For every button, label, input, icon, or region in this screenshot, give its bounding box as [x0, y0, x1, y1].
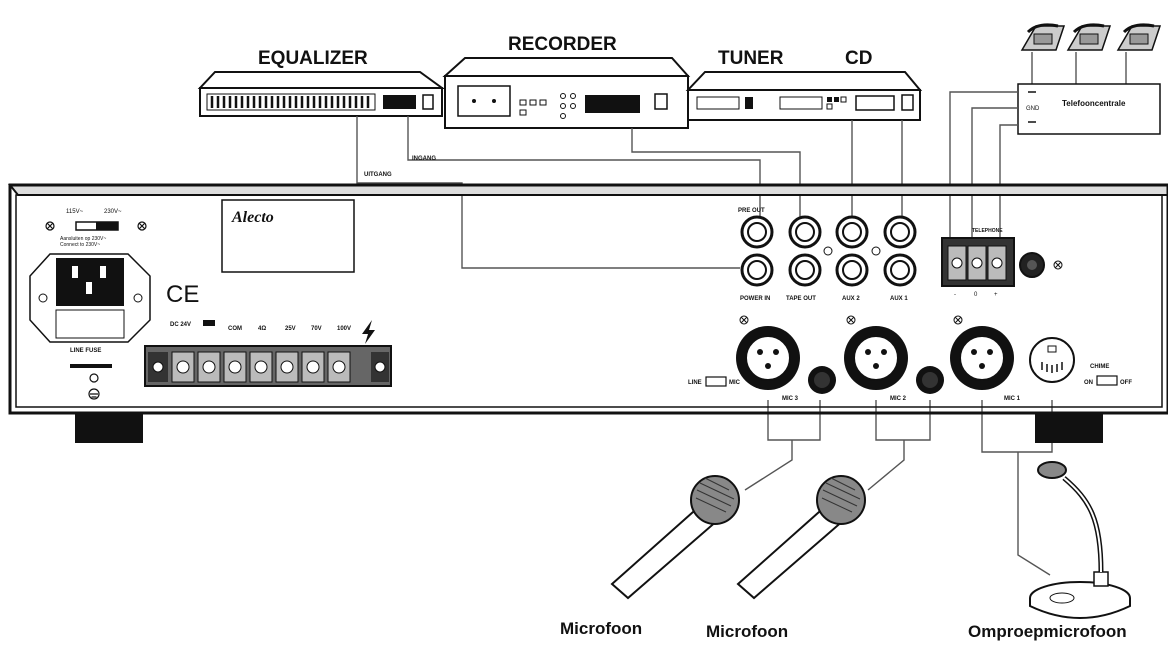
equalizer-device	[197, 71, 446, 117]
ingang-label: INGANG	[412, 156, 436, 162]
tuner-cd-device	[685, 71, 923, 121]
telephone-label: TELEPHONE	[972, 228, 1003, 234]
speaker-terminal-block	[144, 345, 392, 387]
telephone-icon	[1066, 23, 1112, 51]
microphone-caption: Microfoon	[560, 619, 642, 638]
voltage-230-label: 230V~	[104, 209, 122, 215]
terminal-label: 4Ω	[258, 326, 266, 332]
aux2-jack[interactable]	[835, 253, 869, 287]
aux2-label: AUX 2	[842, 296, 860, 302]
aux1-label: AUX 1	[890, 296, 908, 302]
fuse-bar	[70, 364, 112, 368]
chime-on-label: ON	[1084, 380, 1093, 386]
mic2-label: MIC 2	[890, 396, 907, 402]
xlr-mic3[interactable]	[736, 326, 800, 390]
telephone-icon	[1116, 23, 1162, 51]
tel-zero-label: 0	[974, 292, 978, 298]
cd-label: CD	[845, 48, 872, 69]
line-mic-switch[interactable]	[705, 376, 727, 387]
tape-out-jack[interactable]	[788, 253, 822, 287]
tel-plus-label: +	[994, 292, 998, 298]
amplifier-foot	[75, 413, 143, 443]
mic-switch-label: MIC	[729, 380, 741, 386]
rca-jacks	[740, 215, 917, 287]
aux1-jack[interactable]	[883, 253, 917, 287]
ce-mark: CE	[166, 281, 199, 308]
gnd-label: GND	[1026, 106, 1040, 112]
chime-off-label: OFF	[1120, 380, 1132, 386]
terminal-label: 25V	[285, 326, 296, 332]
aux2-top-jack[interactable]	[835, 215, 869, 249]
telephone-volume-knob[interactable]	[1019, 252, 1045, 278]
terminal-label: 100V	[337, 326, 351, 332]
amplifier-chassis	[7, 183, 1168, 443]
equalizer-sliders	[206, 93, 376, 111]
screw-icon	[45, 221, 147, 231]
telephone-handsets	[1020, 23, 1162, 84]
high-voltage-icon	[362, 320, 375, 344]
handheld-microphone	[736, 475, 866, 600]
power-in-label: POWER IN	[740, 296, 770, 302]
telephone-central-label: Telefooncentrale	[1062, 99, 1126, 108]
chime-label: CHIME	[1090, 364, 1109, 370]
recorder-device	[442, 57, 691, 129]
screw-icon	[739, 315, 963, 325]
tel-minus-label: -	[954, 292, 956, 298]
paging-microphone-caption: Omproepmicrofoon	[968, 622, 1127, 641]
pre-out-label: PRE OUT	[738, 208, 765, 214]
telephone-icon	[1020, 23, 1066, 51]
ground-icon	[88, 373, 100, 400]
brand-logo: Alecto	[231, 209, 274, 226]
telephone-central-panel	[1017, 83, 1161, 135]
chime-switch[interactable]	[1096, 375, 1118, 386]
voltage-115-label: 115V~	[66, 209, 84, 215]
xlr-mic2[interactable]	[844, 326, 908, 390]
tuner-label: TUNER	[718, 48, 784, 69]
terminal-switch	[203, 320, 215, 326]
amplifier-foot	[1035, 413, 1103, 443]
voltage-note-1: Aansluiten op 230V~	[60, 236, 106, 242]
jack-mic2[interactable]	[916, 366, 944, 394]
microphone-caption: Microfoon	[706, 622, 788, 641]
terminal-label: COM	[228, 326, 242, 332]
brand-plate	[221, 199, 355, 273]
telephone-terminal[interactable]	[941, 237, 1015, 287]
line-fuse-label: LINE FUSE	[70, 348, 101, 354]
terminal-label: 70V	[311, 326, 322, 332]
line-label: LINE	[688, 380, 702, 386]
voltage-note-2: Connect to 230V~	[60, 242, 100, 248]
jack-mic3[interactable]	[808, 366, 836, 394]
mic3-label: MIC 3	[782, 396, 799, 402]
paging-microphone	[1029, 461, 1131, 619]
equalizer-label: EQUALIZER	[258, 48, 368, 69]
xlr-mic1[interactable]	[950, 326, 1014, 390]
mic1-label: MIC 1	[1004, 396, 1021, 402]
aux1-top-jack[interactable]	[883, 215, 917, 249]
terminal-label: DC 24V	[170, 322, 191, 328]
tape-out-label: TAPE OUT	[786, 296, 816, 302]
recorder-label: RECORDER	[508, 34, 617, 55]
uitgang-label: UITGANG	[364, 172, 392, 178]
screw-icon	[1053, 260, 1063, 270]
pre-out-jack[interactable]	[740, 215, 774, 249]
recorder-in-jack[interactable]	[788, 215, 822, 249]
handheld-microphone	[610, 475, 740, 600]
power-inlet	[29, 253, 151, 343]
din-paging-input[interactable]	[1029, 337, 1075, 383]
power-in-jack[interactable]	[740, 253, 774, 287]
